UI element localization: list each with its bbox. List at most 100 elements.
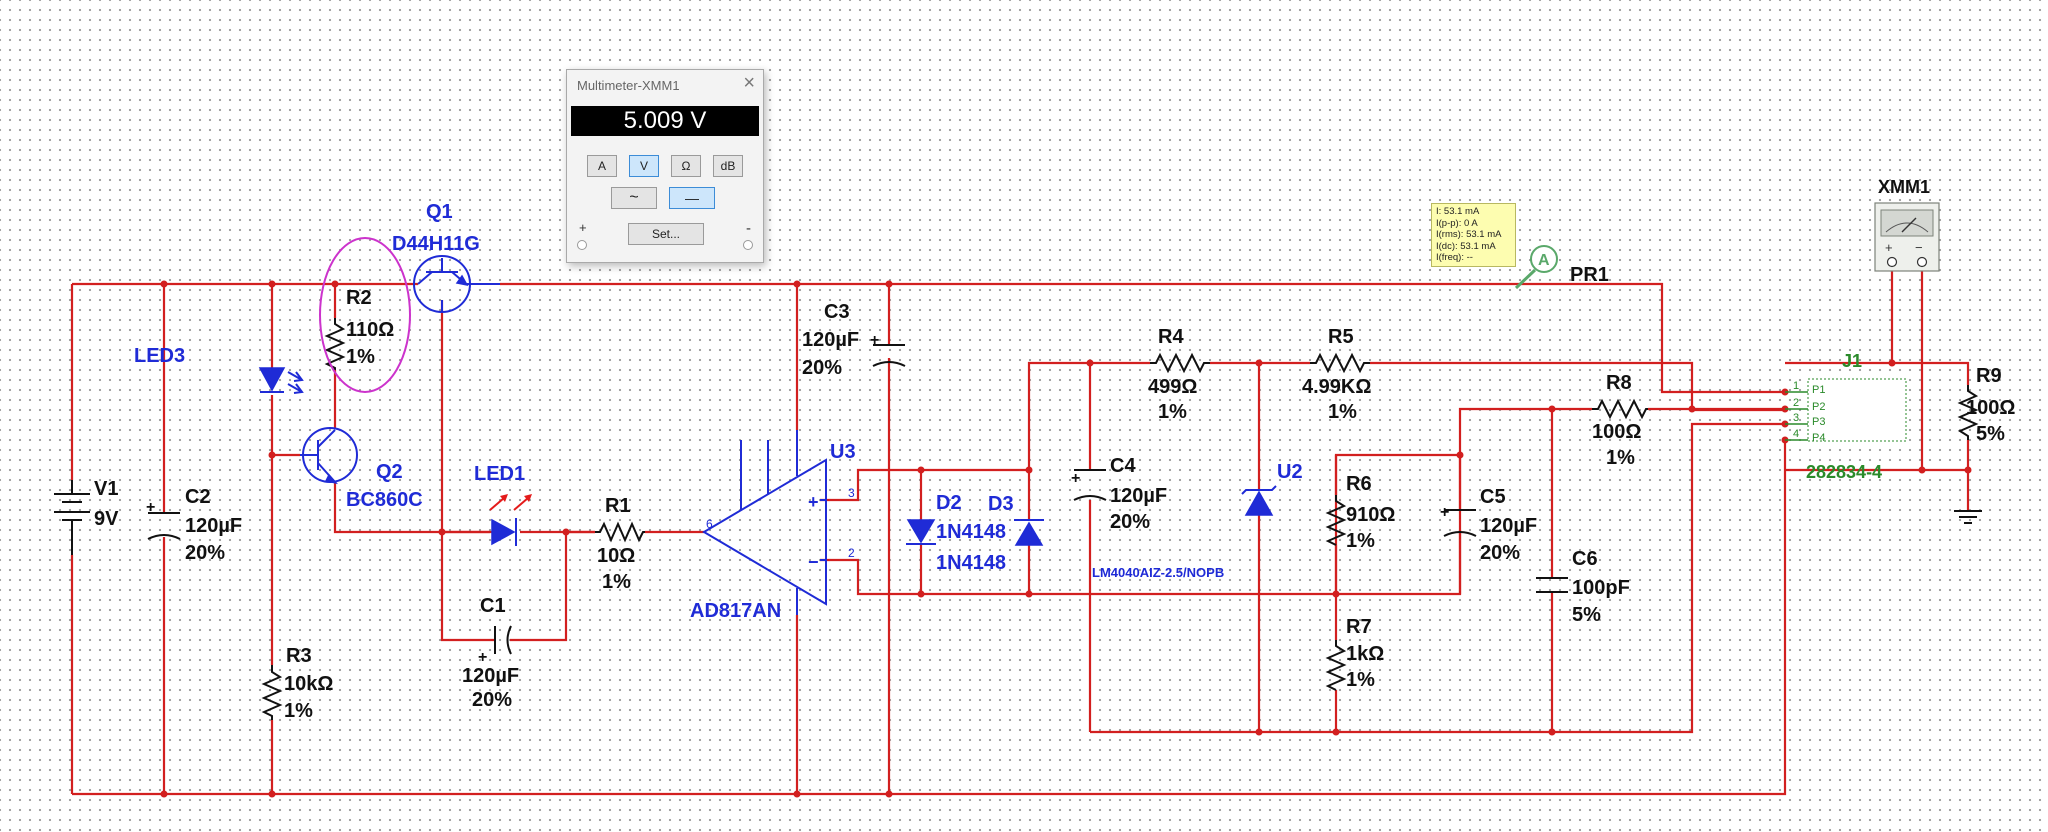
- multimeter-reading: 5.009 V: [571, 106, 759, 136]
- resistor-r9[interactable]: R9 100Ω 5%: [1957, 365, 2015, 445]
- c6-tol: 5%: [1572, 604, 1601, 626]
- c6-value: 100pF: [1572, 577, 1630, 599]
- current-probe-pr1[interactable]: A PR1: [1514, 245, 1609, 290]
- j1-pin3-label: P3: [1812, 416, 1825, 428]
- resistor-r5[interactable]: R5 4.99KΩ 1%: [1302, 326, 1371, 423]
- svg-text:+: +: [870, 332, 879, 349]
- r4-tol: 1%: [1158, 401, 1187, 423]
- svg-text:+: +: [1071, 470, 1080, 487]
- r4-ref: R4: [1158, 326, 1184, 348]
- u2-ref: U2: [1277, 461, 1303, 483]
- capacitor-c3[interactable]: + C3 120µF 20%: [802, 301, 906, 379]
- r2-value: 110Ω: [346, 319, 394, 341]
- c2-value: 120µF: [185, 515, 242, 537]
- r8-value: 100Ω: [1592, 421, 1641, 443]
- ac-button[interactable]: ~: [611, 187, 657, 209]
- ground-symbol: [1954, 510, 1982, 524]
- u3-pin6: 6: [706, 517, 713, 531]
- d2-part: 1N4148: [936, 521, 1006, 543]
- j1-pin2-label: P2: [1812, 401, 1825, 413]
- c5-value: 120µF: [1480, 515, 1537, 537]
- multimeter-title: Multimeter-XMM1: [577, 78, 680, 93]
- c6-ref: C6: [1572, 548, 1598, 570]
- r2-tol: 1%: [346, 346, 375, 368]
- d3-part: 1N4148: [936, 552, 1006, 574]
- resistor-r1[interactable]: R1 10Ω 1%: [595, 495, 645, 593]
- mode-decibel-button[interactable]: dB: [713, 155, 743, 177]
- mode-ohmmeter-button[interactable]: Ω: [671, 155, 701, 177]
- settings-button[interactable]: Set...: [628, 223, 704, 245]
- led3-ref: LED3: [134, 345, 185, 367]
- c5-tol: 20%: [1480, 542, 1520, 564]
- c4-tol: 20%: [1110, 511, 1150, 533]
- dc-button[interactable]: —: [669, 187, 715, 209]
- zener-u2[interactable]: U2 LM4040AIZ-2.5/NOPB: [1092, 461, 1303, 580]
- r3-value: 10kΩ: [284, 673, 333, 695]
- opamp-u3[interactable]: + − 3 2 6 U3 AD817AN: [690, 430, 856, 622]
- u3-pin3: 3: [848, 486, 855, 500]
- transistor-q2[interactable]: Q2 BC860C: [300, 427, 423, 511]
- j1-ref: J1: [1842, 351, 1862, 371]
- capacitor-c5[interactable]: + C5 120µF 20%: [1440, 486, 1537, 564]
- plus-terminal-label: +: [579, 220, 587, 235]
- resistor-r7[interactable]: R7 1kΩ 1%: [1325, 616, 1384, 691]
- connector-j1[interactable]: P1 P2 P3 P4 1 2 3 4 J1 282834-4: [1785, 351, 1907, 482]
- resistor-r2[interactable]: R2 110Ω 1%: [324, 287, 394, 370]
- svg-text:+: +: [478, 649, 487, 666]
- diode-d3[interactable]: D3 1N4148: [936, 493, 1044, 574]
- resistor-r3[interactable]: R3 10kΩ 1%: [261, 645, 333, 722]
- u3-ref: U3: [830, 441, 856, 463]
- v1-value: 9V: [94, 508, 119, 530]
- resistor-r6[interactable]: R6 910Ω 1%: [1325, 473, 1395, 552]
- diode-d2[interactable]: D2 1N4148: [906, 492, 1006, 545]
- mode-voltmeter-button[interactable]: V: [629, 155, 659, 177]
- r6-tol: 1%: [1346, 530, 1375, 552]
- tooltip-line: I(freq): --: [1436, 252, 1473, 264]
- led-led3[interactable]: LED3: [134, 345, 304, 394]
- c3-value: 120µF: [802, 329, 859, 351]
- led1-ref: LED1: [474, 463, 525, 485]
- c1-value: 120µF: [462, 665, 519, 687]
- close-icon[interactable]: ×: [743, 72, 755, 94]
- c2-tol: 20%: [185, 542, 225, 564]
- u3-minus: −: [808, 552, 819, 572]
- u3-pin2: 2: [848, 546, 855, 560]
- mode-ammeter-button[interactable]: A: [587, 155, 617, 177]
- r3-tol: 1%: [284, 700, 313, 722]
- q1-ref: Q1: [426, 201, 453, 223]
- resistor-r4[interactable]: R4 499Ω 1%: [1148, 326, 1210, 423]
- r1-value: 10Ω: [597, 545, 635, 567]
- capacitor-c2[interactable]: + C2 120µF 20%: [146, 486, 242, 564]
- r1-tol: 1%: [602, 571, 631, 593]
- c2-ref: C2: [185, 486, 211, 508]
- tooltip-line: I(p-p): 0 A: [1436, 217, 1478, 229]
- r5-value: 4.99KΩ: [1302, 376, 1371, 398]
- highlight-ellipse: [319, 237, 411, 393]
- xmm1-ref: XMM1: [1878, 177, 1930, 197]
- svg-text:+: +: [146, 499, 155, 516]
- transistor-q1[interactable]: Q1 D44H11G: [392, 201, 500, 313]
- capacitor-c4[interactable]: + C4 120µF 20%: [1071, 455, 1167, 533]
- j1-pin1-num: 1: [1793, 380, 1799, 392]
- capacitor-c6[interactable]: C6 100pF 5%: [1536, 548, 1630, 626]
- battery-v1[interactable]: V1 9V: [54, 478, 119, 555]
- capacitor-c1[interactable]: + C1 120µF 20%: [462, 595, 519, 711]
- c5-ref: C5: [1480, 486, 1506, 508]
- pr1-ref: PR1: [1570, 264, 1609, 286]
- multimeter-window[interactable]: Multimeter-XMM1 × 5.009 V A V Ω dB ~ — +…: [566, 69, 764, 263]
- r3-ref: R3: [286, 645, 312, 667]
- j1-pin4-num: 4: [1793, 428, 1799, 440]
- resistor-r8[interactable]: R8 100Ω 1%: [1592, 372, 1648, 469]
- multimeter-xmm1-symbol[interactable]: + − XMM1: [1874, 177, 1940, 272]
- c1-ref: C1: [480, 595, 506, 617]
- junctions: [160, 280, 1972, 798]
- c1-tol: 20%: [472, 689, 512, 711]
- c4-ref: C4: [1110, 455, 1136, 477]
- xmm1-plus: +: [1885, 240, 1893, 255]
- q1-part: D44H11G: [392, 233, 480, 255]
- led-led1[interactable]: LED1: [474, 463, 532, 546]
- r9-value: 100Ω: [1966, 397, 2015, 419]
- r8-tol: 1%: [1606, 447, 1635, 469]
- xmm1-minus: −: [1915, 240, 1923, 255]
